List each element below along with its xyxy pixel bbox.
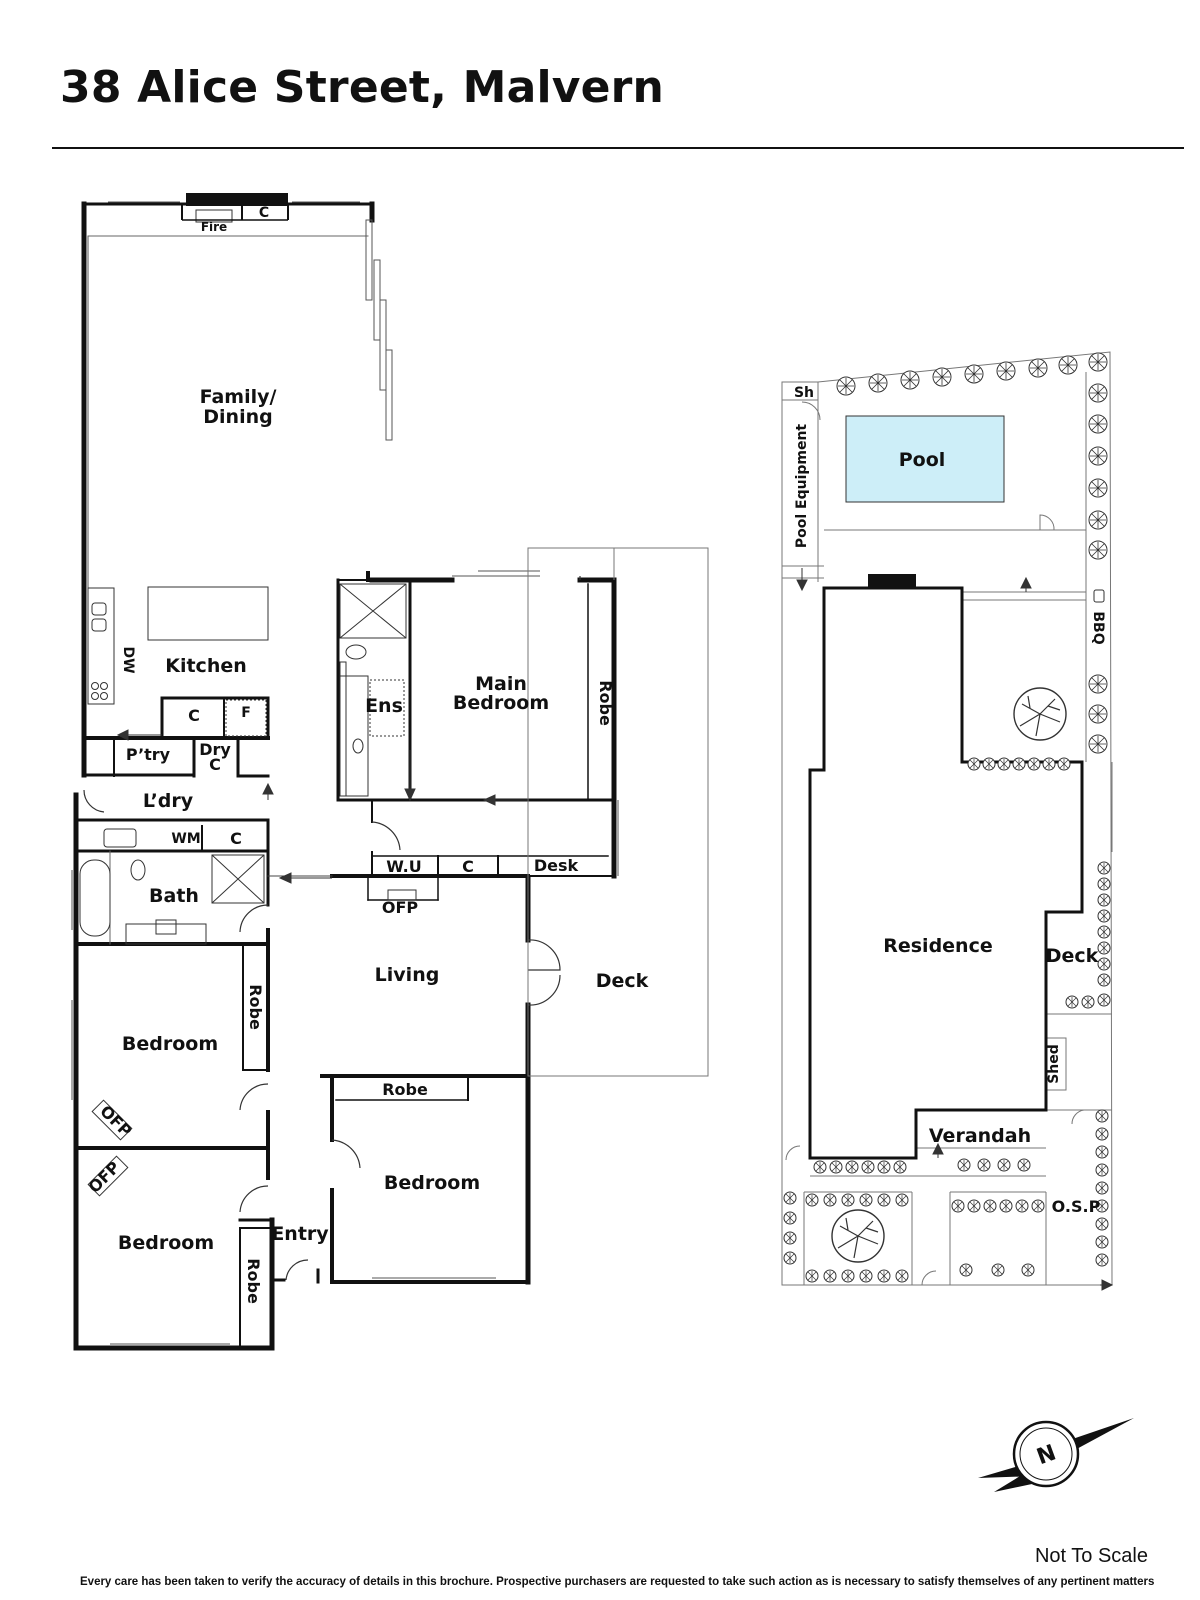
- label-pool-equipment: Pool Equipment: [794, 424, 810, 549]
- label-living: Living: [375, 964, 440, 986]
- label-residence: Residence: [883, 935, 993, 957]
- label-hall-cupboard: C: [462, 857, 474, 876]
- label-site-deck: Deck: [1046, 945, 1099, 967]
- kitchen-island: [147, 586, 269, 641]
- label-bedroom-1-robe: Robe: [246, 984, 265, 1030]
- windows: [71, 201, 619, 1345]
- label-bath: Bath: [149, 885, 199, 907]
- label-laundry-cupboard: C: [230, 829, 242, 848]
- flow-arrows: [116, 729, 528, 884]
- label-bedroom-3: Bedroom: [384, 1172, 480, 1194]
- label-osp: O.S.P: [1052, 1197, 1101, 1216]
- label-dry-cupboard-1: Dry: [199, 740, 231, 759]
- bbq-icon: [1093, 589, 1105, 603]
- label-ensuite: Ens: [365, 695, 403, 717]
- label-bedroom-3-robe: Robe: [382, 1080, 428, 1099]
- label-walk-in-unit: W.U: [386, 857, 421, 876]
- label-verandah: Verandah: [929, 1125, 1031, 1147]
- tree-icon-2: [831, 1209, 885, 1263]
- compass-icon: N: [978, 1418, 1134, 1492]
- label-pool: Pool: [899, 449, 946, 471]
- label-shed: Shed: [1046, 1044, 1062, 1084]
- house-walls: [73, 193, 617, 1351]
- label-main-robe: Robe: [596, 680, 615, 726]
- residence-chimney: [868, 574, 916, 588]
- disclaimer-text: Every care has been taken to verify the …: [80, 1576, 1155, 1588]
- label-entry: Entry: [271, 1223, 329, 1245]
- label-bedroom-2: Bedroom: [118, 1232, 214, 1254]
- pool: [845, 415, 1005, 503]
- label-main-bedroom-1: Main: [475, 673, 527, 695]
- label-living-ofp: OFP: [382, 898, 419, 917]
- label-pantry: P’try: [126, 745, 171, 764]
- label-shed-short: Sh: [794, 385, 814, 401]
- tree-icon-1: [1013, 687, 1067, 741]
- label-kitchen: Kitchen: [165, 655, 247, 677]
- residence-outline: [808, 586, 1084, 1160]
- scale-note: Not To Scale: [1034, 1545, 1148, 1567]
- label-laundry: L’dry: [143, 790, 194, 812]
- label-deck: Deck: [596, 970, 649, 992]
- label-bbq: BBQ: [1090, 611, 1106, 644]
- label-kitchen-cupboard: C: [188, 706, 200, 725]
- label-desk: Desk: [534, 856, 579, 875]
- page-title: 38 Alice Street, Malvern: [60, 62, 665, 113]
- doors: [83, 576, 581, 1281]
- title-divider: [52, 147, 1184, 149]
- label-family-dining-2: Dining: [203, 406, 272, 428]
- label-family-cupboard: C: [259, 205, 269, 221]
- label-dishwasher: DW: [120, 646, 136, 673]
- label-dry-cupboard-2: C: [209, 755, 221, 774]
- label-bedroom-2-robe: Robe: [244, 1258, 263, 1304]
- deck-outline: [527, 547, 709, 1077]
- label-family-dining-1: Family/: [200, 386, 277, 408]
- label-main-bedroom-2: Bedroom: [453, 692, 549, 714]
- label-fridge: F: [241, 705, 251, 721]
- label-bedroom-1: Bedroom: [122, 1033, 218, 1055]
- label-washing-machine: WM: [171, 831, 200, 847]
- label-fireplace: Fire: [201, 220, 227, 234]
- fireplace-chimney: [186, 193, 288, 206]
